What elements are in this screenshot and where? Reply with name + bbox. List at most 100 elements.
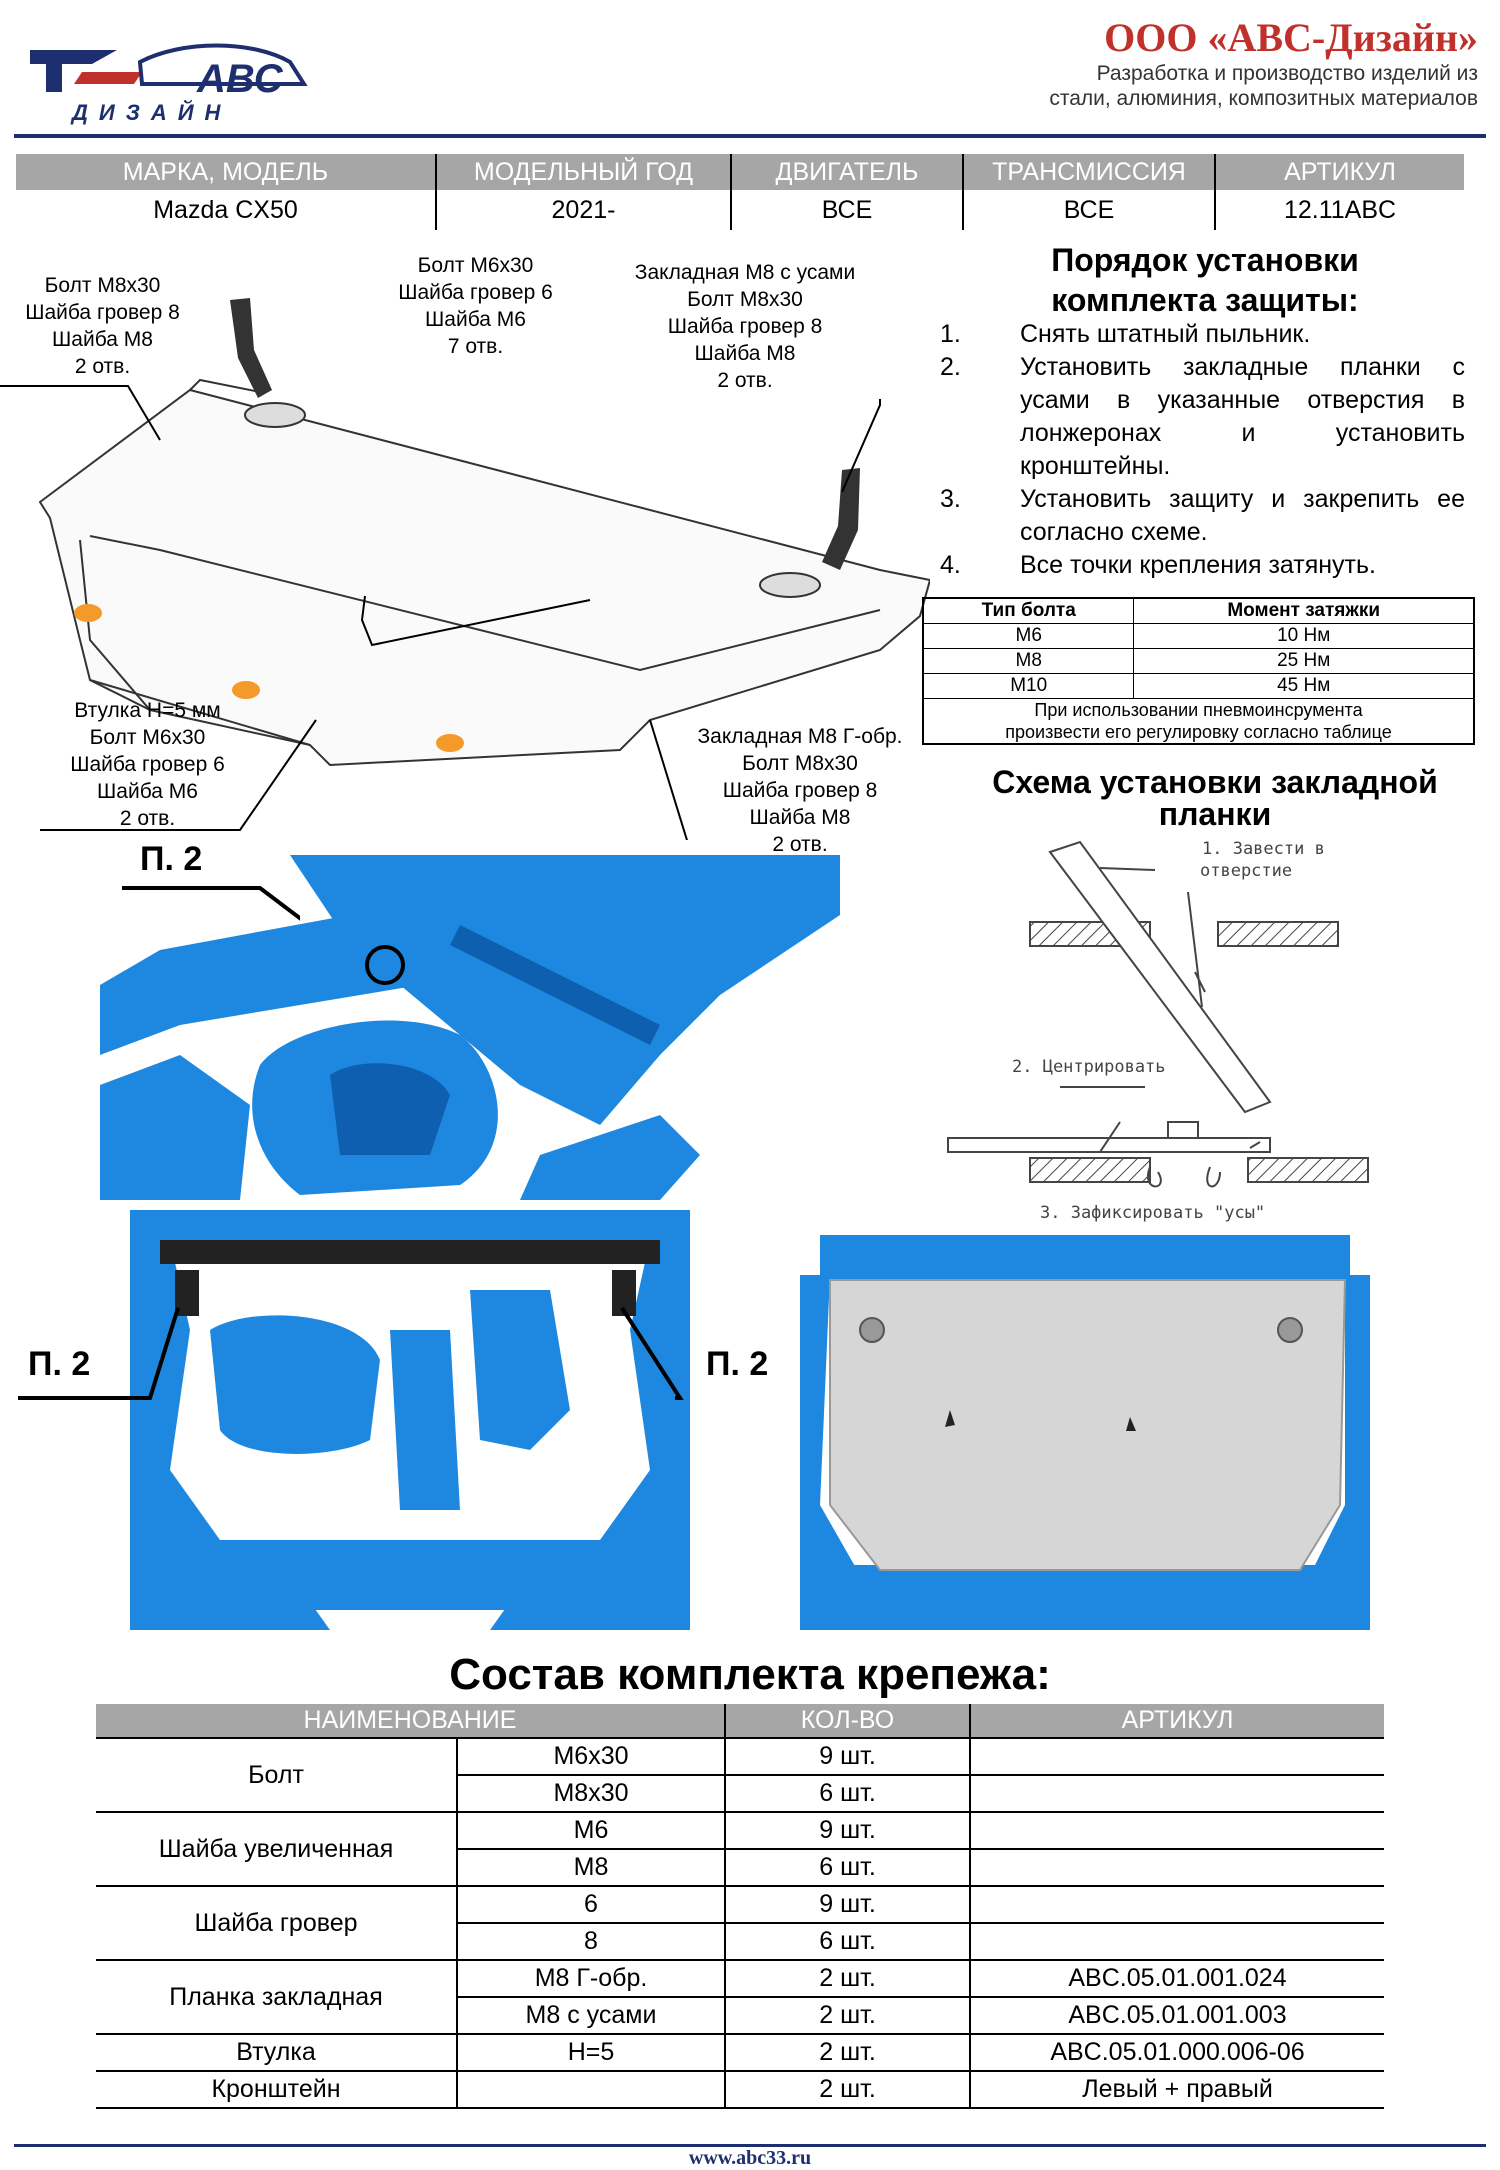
title-line: планки	[1158, 796, 1272, 832]
vehicle-table: МАРКА, МОДЕЛЬ МОДЕЛЬНЫЙ ГОД ДВИГАТЕЛЬ ТР…	[16, 154, 1464, 230]
vehicle-header-cell: ТРАНСМИССИЯ	[963, 154, 1216, 190]
vehicle-header-cell: МАРКА, МОДЕЛЬ	[16, 154, 437, 190]
callout-bottom-right: Закладная М8 Г-обр. Болт М8х30 Шайба гро…	[685, 723, 915, 858]
kit-item-qty: 2 шт.	[724, 2033, 971, 2072]
note-line: При использовании пневмоинсрумента	[1034, 700, 1363, 720]
kit-item-qty: 6 шт.	[724, 1774, 971, 1813]
title-line: Схема установки закладной	[992, 764, 1438, 800]
kit-item-name: Планка закладная	[96, 1959, 458, 2035]
kit-title: Состав комплекта крепежа:	[449, 1650, 1051, 1699]
bushing-marker	[74, 604, 102, 622]
install-step: 4. Все точки крепления затянуть.	[940, 549, 1465, 582]
kit-item-qty: 2 шт.	[724, 1959, 971, 1998]
logo-text: АВС	[196, 57, 284, 101]
callout-line: Шайба М8	[749, 806, 851, 829]
p2-label-left: П. 2	[28, 1345, 91, 1383]
install-step: 1. Снять штатный пыльник.	[940, 318, 1465, 351]
callout-top-middle: Болт М6х30 Шайба гровер 6 Шайба М6 7 отв…	[368, 252, 583, 360]
step-text: Установить защиту и закрепить ее согласн…	[1020, 485, 1465, 546]
vehicle-header-cell: АРТИКУЛ	[1215, 154, 1464, 190]
callout-line: Шайба М6	[425, 308, 526, 331]
kit-item-article	[969, 1848, 1384, 1887]
callout-line: Болт М8х30	[742, 752, 858, 775]
kit-row: Шайба увеличенная М6 9 шт.	[96, 1811, 1384, 1887]
callout-top-right: Закладная М8 с усами Болт М8х30 Шайба гр…	[610, 259, 880, 394]
callout-line: 2 отв.	[772, 833, 828, 856]
torque-header-cell: Момент затяжки	[1133, 597, 1475, 624]
vehicle-article: 12.11ABC	[1283, 195, 1397, 224]
step-number: 4.	[940, 551, 961, 579]
torque-value: 25 Нм	[1133, 648, 1475, 674]
bushing-marker	[436, 734, 464, 752]
torque-header-cell: Тип болта	[922, 597, 1135, 624]
callout-line: 7 отв.	[447, 335, 504, 358]
step-text: Снять штатный пыльник.	[1020, 320, 1311, 348]
kit-header-cell: АРТИКУЛ	[970, 1704, 1384, 1738]
kit-item-name: Втулка	[96, 2033, 458, 2072]
kit-item-qty: 9 шт.	[724, 1811, 971, 1850]
kit-item-article	[969, 1922, 1384, 1961]
footer-url[interactable]: www.abc33.ru	[688, 2147, 812, 2169]
kit-item-article	[969, 1811, 1384, 1850]
kit-item-qty: 6 шт.	[724, 1922, 971, 1961]
callout-line: 2 отв.	[717, 369, 773, 392]
step-text: Все точки крепления затянуть.	[1020, 551, 1376, 579]
install-step: 2.Установить закладные планки с усами в …	[940, 351, 1465, 483]
kit-row: Кронштейн 2 шт. Левый + правый	[96, 2070, 1384, 2109]
kit-item-name: Шайба гровер	[96, 1885, 458, 1961]
kit-item-size: 8	[457, 1922, 726, 1961]
footer-divider	[14, 2144, 1486, 2147]
callout-line: Болт М8х30	[687, 288, 803, 311]
p2-label: П. 2	[140, 840, 203, 878]
bracket-left-icon	[230, 298, 272, 398]
header-divider	[14, 134, 1486, 138]
kit-item-size: М6х30	[456, 1737, 726, 1776]
callout-line: Шайба М8	[694, 342, 796, 365]
kit-item-article: ABC.05.01.001.003	[969, 1996, 1384, 2035]
step-number: 3.	[940, 485, 961, 513]
scheme-step-3: 3. Зафиксировать "усы"	[1040, 1203, 1265, 1223]
torque-header-row: Тип болта Момент затяжки	[922, 597, 1475, 624]
install-step: 3. Установить защиту и закрепить ее согла…	[940, 483, 1465, 549]
kit-item-article	[969, 1774, 1384, 1813]
kit-row: М8х30 6 шт.	[96, 1774, 1384, 1813]
vehicle-engine: ВСЕ	[731, 190, 964, 230]
step-number: 1.	[940, 320, 961, 348]
vehicle-transmission: ВСЕ	[963, 190, 1216, 230]
callout-line: Втулка Н=5 мм	[74, 699, 221, 722]
kit-item-article	[969, 1737, 1384, 1776]
torque-value: 10 Нм	[1133, 623, 1475, 649]
kit-item-qty: 9 шт.	[724, 1885, 971, 1924]
callout-bottom-left: Втулка Н=5 мм Болт М6х30 Шайба гровер 6 …	[40, 697, 255, 832]
vehicle-header-cell: ДВИГАТЕЛЬ	[731, 154, 964, 190]
install-steps: 1. Снять штатный пыльник. 2.Установить за…	[940, 318, 1465, 582]
kit-item-size: Н=5	[456, 2033, 726, 2072]
bushing-marker	[232, 681, 260, 699]
install-order-title: Порядок установки комплекта защиты:	[905, 240, 1500, 320]
kit-header-cell: КОЛ-ВО	[725, 1704, 971, 1738]
kit-row: Планка закладная М8 Г-обр. 2 шт. ABC.05.…	[96, 1959, 1384, 2035]
skid-plate-installed	[829, 1279, 1347, 1571]
chassis-photo-p2	[100, 855, 840, 1200]
kit-item-size: 6	[456, 1885, 726, 1924]
bracket-right-icon	[822, 468, 860, 570]
callout-line: Закладная М8 Г-обр.	[697, 725, 903, 748]
vehicle-year: 2021-	[436, 190, 732, 230]
step-text: Установить закладные планки с усами в ук…	[1020, 353, 1465, 480]
company-tagline-1: Разработка и производство изделий из	[1096, 62, 1478, 85]
company-name: ООО «АВС-Дизайн»	[1104, 15, 1478, 60]
title-line: комплекта защиты:	[1051, 282, 1359, 318]
kit-row: Болт М6х30 9 шт.	[96, 1737, 1384, 1813]
kit-item-qty: 2 шт.	[724, 1996, 971, 2035]
callout-line: Шайба гровер 6	[398, 281, 553, 304]
p2-label-right: П. 2	[706, 1345, 769, 1383]
vehicle-header-cell: МОДЕЛЬНЫЙ ГОД	[436, 154, 732, 190]
scheme-step-1: 1. Завести в	[1202, 839, 1325, 859]
scheme-title: Схема установки закладной планки	[935, 766, 1495, 830]
callout-top-left: Болт М8х30 Шайба гровер 8 Шайба М8 2 отв…	[10, 272, 195, 380]
company-header: ООО «АВС-Дизайн» Разработка и производст…	[1049, 14, 1478, 111]
